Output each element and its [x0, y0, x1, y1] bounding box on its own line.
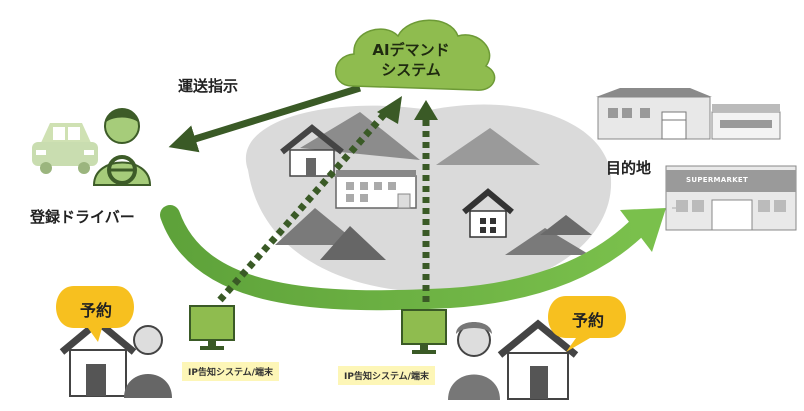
hill	[505, 228, 590, 255]
elderly-woman-icon	[448, 322, 500, 400]
elderly-man-icon	[124, 325, 172, 398]
reservation-text-right: 予約	[572, 311, 605, 330]
cloud-title-line1: AIデマンド	[372, 41, 450, 59]
terminal-icon-left	[189, 305, 235, 350]
school-building	[335, 170, 417, 209]
hill	[275, 208, 360, 245]
destination-label: 目的地	[606, 159, 652, 177]
reservation-text-left: 予約	[80, 301, 113, 320]
terminal-link-right	[414, 100, 438, 302]
route-arrow	[160, 205, 666, 311]
ai-demand-cloud	[335, 19, 496, 91]
ip-terminal-label-left: IP告知システム/端末	[182, 362, 279, 381]
transport-instruction-label: 運送指示	[178, 77, 239, 95]
village-house	[280, 124, 344, 177]
terminal-link-left	[217, 96, 402, 303]
destination-buildings	[596, 88, 797, 231]
mountain	[436, 128, 540, 165]
transport-instruction-arrow	[168, 84, 362, 153]
mountain	[300, 112, 420, 160]
reservation-bubble-right	[548, 296, 626, 352]
registered-driver-label: 登録ドライバー	[30, 208, 135, 226]
reservation-bubble-left	[56, 286, 134, 342]
village-house-small	[462, 188, 514, 238]
cloud-title: AIデマンド システム	[352, 40, 470, 80]
resident-house-right	[497, 319, 579, 400]
hill	[540, 215, 592, 235]
driver-icon	[92, 108, 152, 186]
cloud-title-line2: システム	[381, 61, 441, 79]
ip-terminal-label-right: IP告知システム/端末	[338, 366, 435, 385]
hill	[320, 226, 386, 260]
car-icon	[32, 123, 98, 174]
terminal-icon-right	[401, 309, 447, 354]
supermarket-sign: SUPERMARKET	[686, 176, 749, 184]
